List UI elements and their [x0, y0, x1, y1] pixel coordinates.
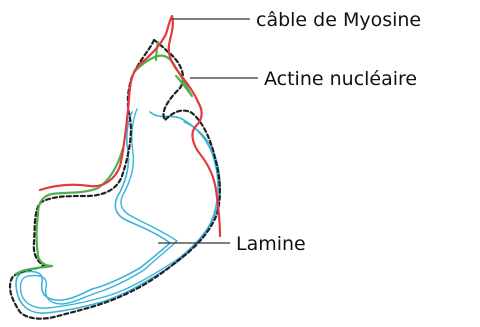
lamin-contour: [16, 109, 220, 313]
actin-label: Actine nucléaire: [264, 68, 417, 90]
myosin-label: câble de Myosine: [256, 9, 421, 31]
actin-line-stem: [156, 42, 158, 60]
actin-line-main: [16, 148, 123, 274]
lamin-label: Lamine: [236, 233, 306, 255]
